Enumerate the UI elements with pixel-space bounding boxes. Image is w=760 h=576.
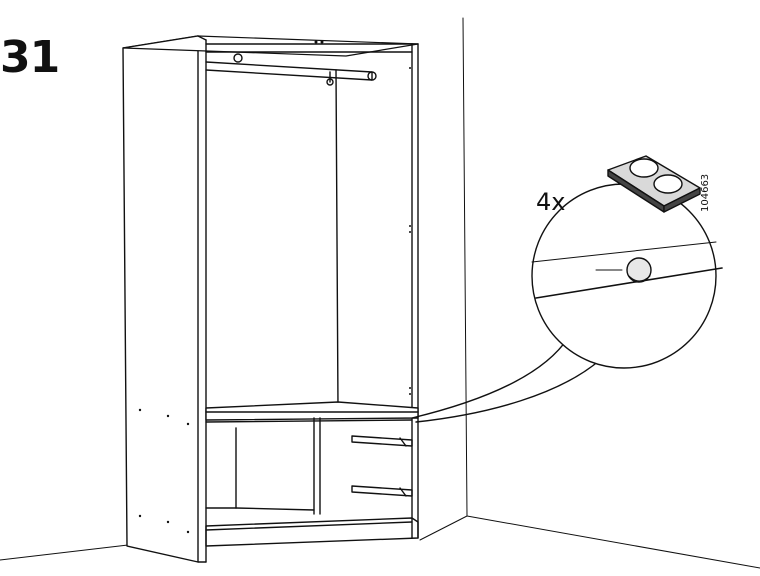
quantity-label: 4x	[536, 188, 566, 216]
part-number: 104663	[700, 173, 711, 212]
wardrobe-carcass	[122, 35, 419, 563]
step-number: 31	[0, 32, 60, 83]
adhesive-bumper-pad-icon	[607, 155, 701, 213]
detail-magnifier	[411, 183, 723, 423]
panel-holes	[138, 40, 411, 534]
room-corner	[0, 17, 760, 569]
